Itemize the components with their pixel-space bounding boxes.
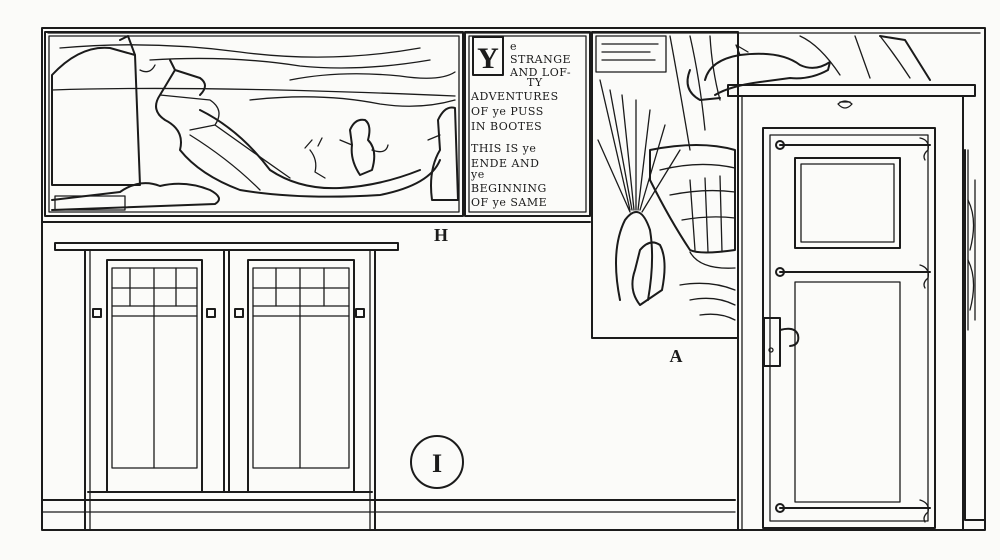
wall-edge-right [967, 149, 976, 331]
cabinet-knob [355, 308, 365, 318]
circled-numeral: I [410, 435, 464, 489]
wall-outline [41, 27, 986, 531]
frieze-line: OF ye SAME [471, 196, 547, 209]
label-h: H [434, 225, 448, 245]
cabinet-knob [206, 308, 216, 318]
frieze-line: BEGINNING [471, 182, 547, 195]
frieze-line: STRANGE [510, 53, 571, 66]
frieze-line: ye [470, 168, 485, 181]
frieze-line: IN BOOTES [471, 120, 542, 133]
frieze-line: THIS IS ye [471, 142, 536, 155]
label-a: A [670, 346, 683, 366]
frieze-line: OF ye PUSS [471, 105, 544, 118]
cabinet-door-left [106, 259, 203, 493]
cabinet-door-right [247, 259, 355, 493]
door-handle-plate [763, 317, 781, 367]
frieze-initial-letter: Y [477, 42, 499, 75]
frieze-panel-right [591, 31, 931, 339]
frieze-line: AND LOF- [509, 66, 571, 79]
frieze-line: ADVENTURES [470, 90, 559, 103]
cabinet-knob [92, 308, 102, 318]
frieze-panel-left [44, 31, 464, 217]
door-handle [779, 327, 800, 347]
frieze-lettering: e STRANGE AND LOF- TY ADVENTURES OF ye P… [470, 40, 571, 209]
frieze-text-panel: Y e STRANGE AND LOF- TY ADVENTURES OF ye… [464, 31, 591, 217]
frieze-line: TY [527, 76, 543, 89]
frieze-line: e [510, 40, 517, 53]
frieze-line: ENDE AND [471, 157, 539, 170]
cabinet-knob [234, 308, 244, 318]
circled-numeral-text: I [432, 449, 442, 478]
cabinet [54, 242, 399, 531]
door [727, 84, 976, 531]
